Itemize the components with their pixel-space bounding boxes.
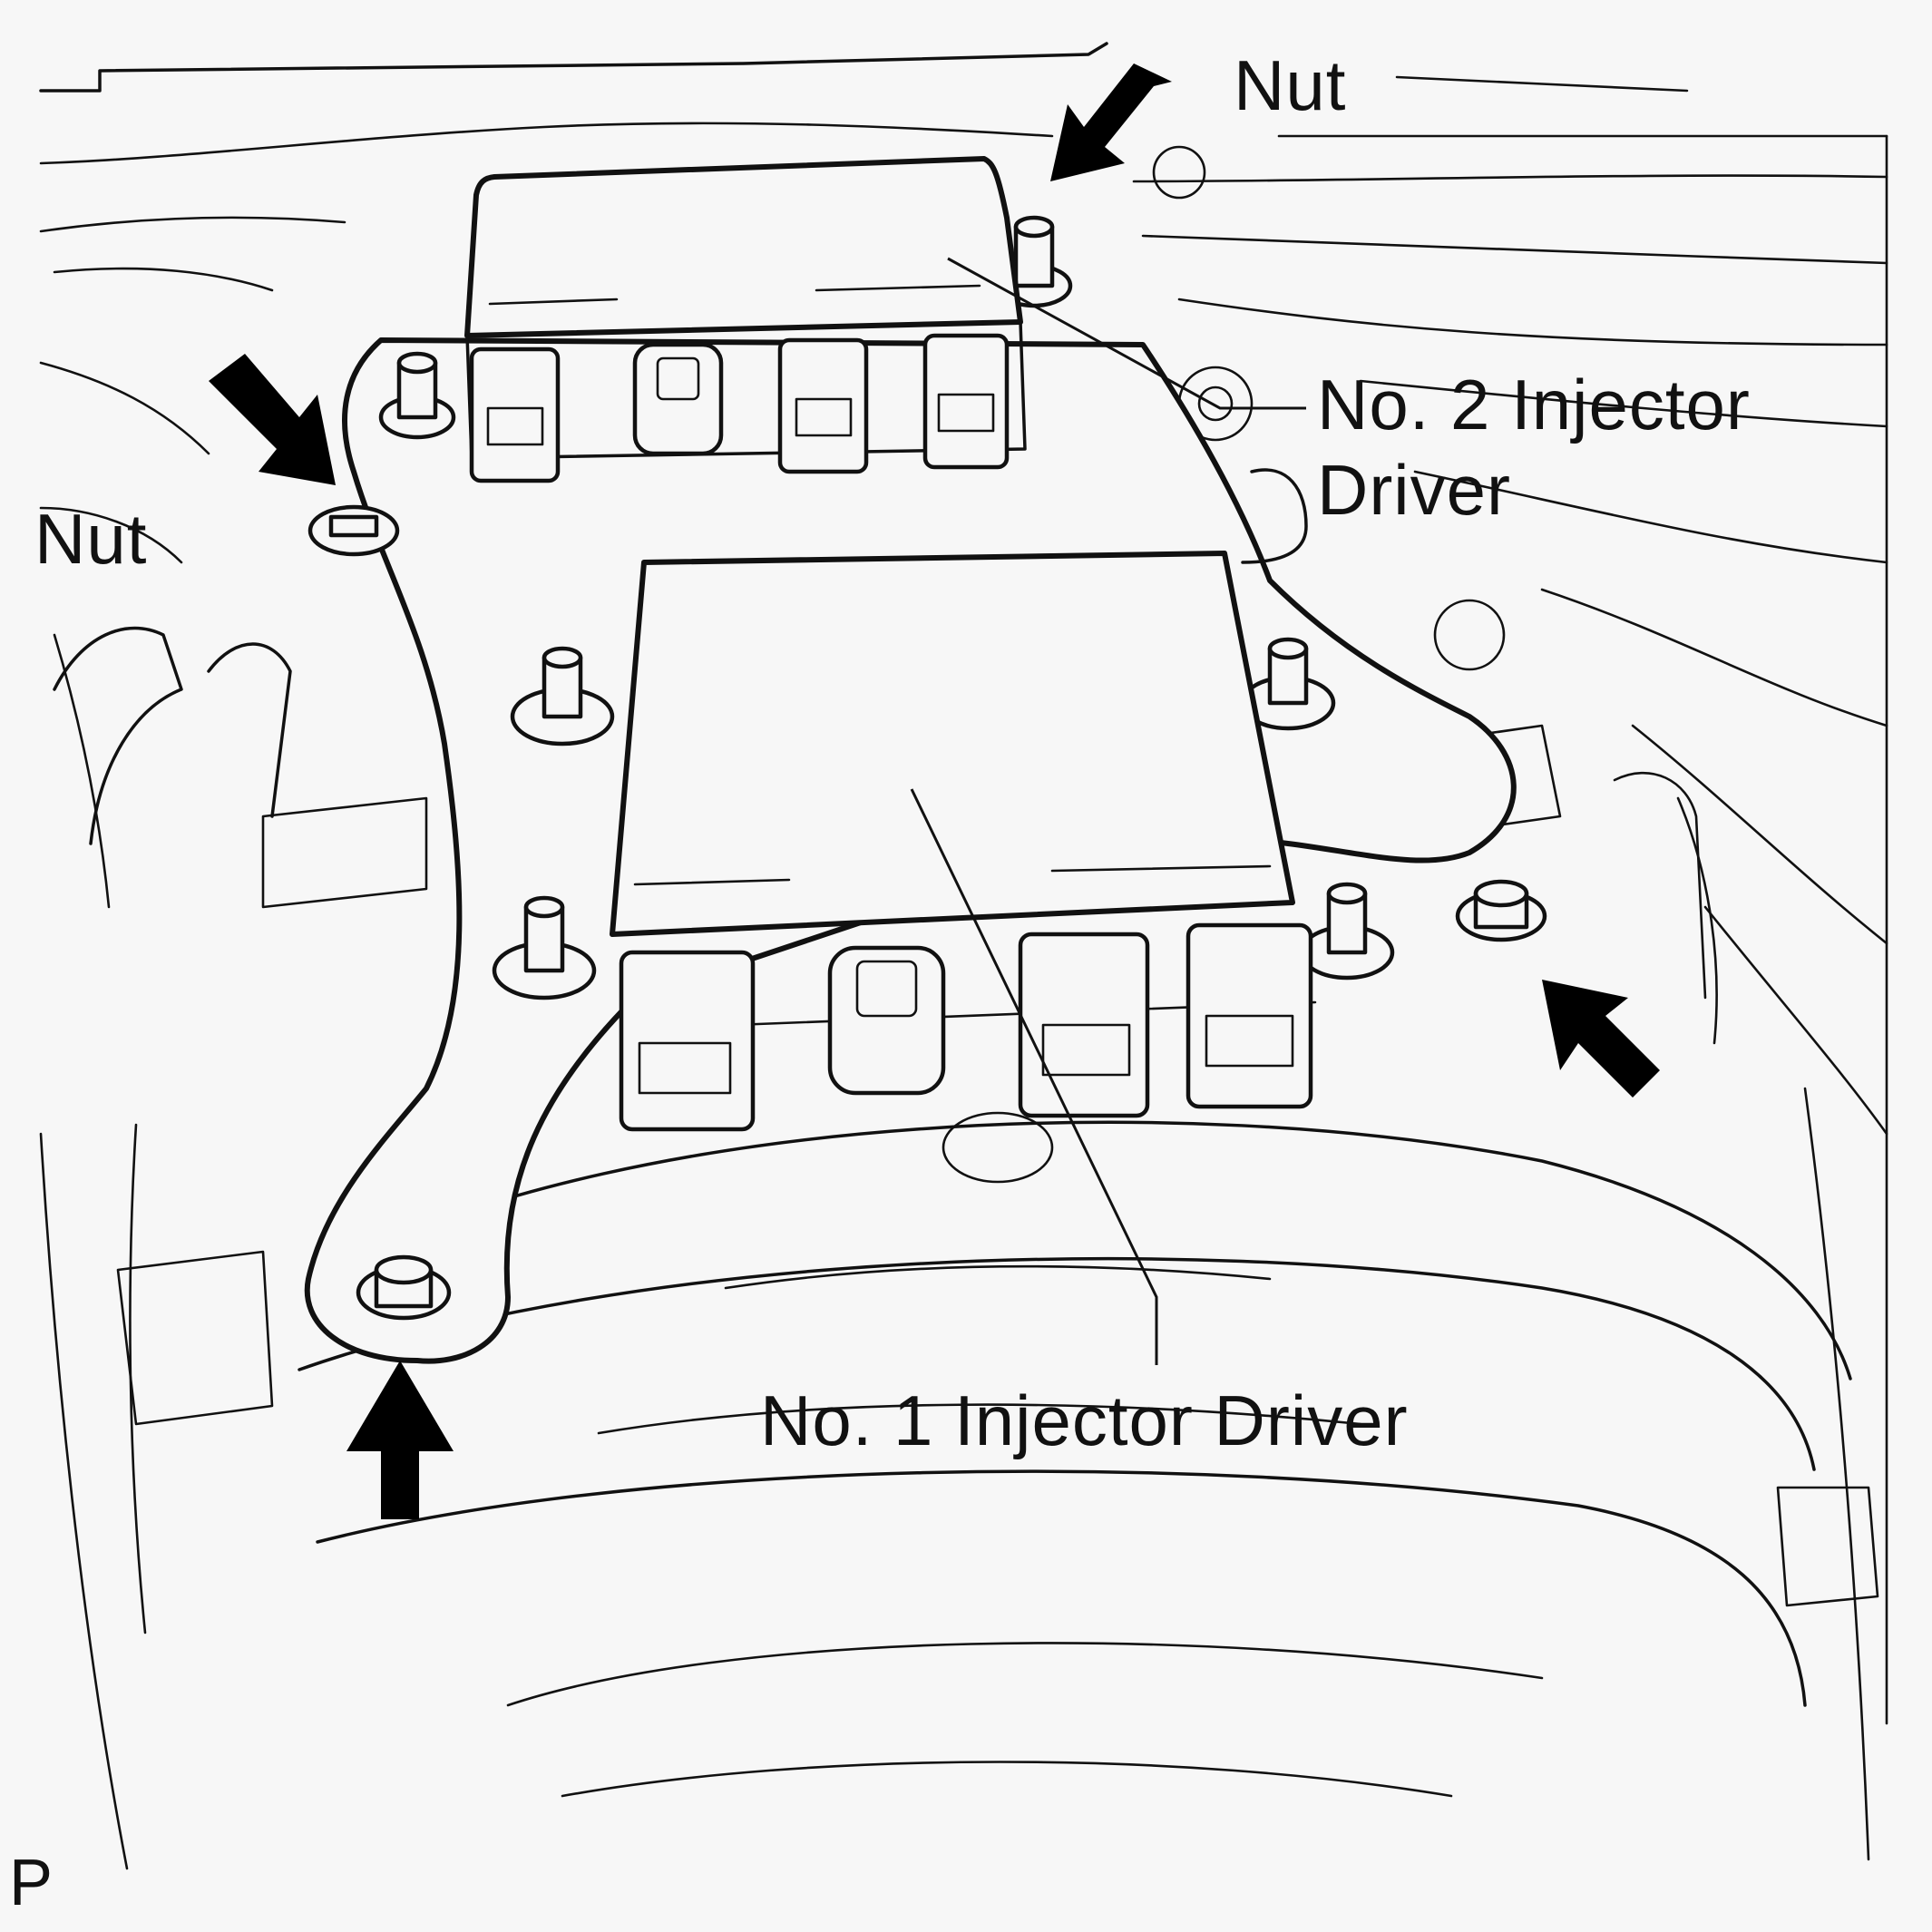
- connector: [1186, 922, 1313, 1109]
- injector-driver-2-label-line2: Driver: [1317, 450, 1511, 530]
- connector: [777, 337, 869, 474]
- connector: [827, 945, 946, 1096]
- nut: [378, 351, 456, 440]
- connector: [632, 342, 724, 456]
- nut-label-left: Nut: [34, 499, 148, 579]
- injector-driver-2-label: No. 2 Injector: [1317, 365, 1751, 444]
- arrow-nut-left: [209, 354, 336, 485]
- background-engine-lines: [39, 42, 1888, 1870]
- arrow-nut-right: [1542, 980, 1660, 1098]
- connector: [922, 333, 1010, 470]
- stud: [492, 895, 597, 1000]
- mounting-studs: [307, 215, 1547, 1321]
- arrow-nut-bottom: [346, 1361, 454, 1519]
- stud: [1299, 882, 1395, 981]
- leader-line-driver-1: [910, 788, 1158, 1365]
- nut: [356, 1254, 452, 1321]
- injector-driver-2: [464, 156, 1308, 564]
- nut: [307, 504, 400, 557]
- nut-arrows: [209, 63, 1660, 1519]
- stud: [510, 646, 615, 746]
- connector: [1018, 932, 1150, 1118]
- nut: [1455, 879, 1547, 942]
- leader-line-driver-2: [947, 257, 1306, 410]
- corner-mark: P: [9, 1847, 54, 1919]
- intake-housing: [298, 1111, 1852, 1798]
- injector-driver-1: [610, 551, 1317, 1132]
- stud: [1240, 637, 1336, 731]
- nut-label-top: Nut: [1234, 45, 1347, 125]
- injector-driver-1-label: No. 1 Injector Driver: [760, 1381, 1409, 1460]
- connector: [619, 950, 756, 1132]
- arrow-nut-top: [1050, 63, 1172, 181]
- connector: [469, 346, 561, 483]
